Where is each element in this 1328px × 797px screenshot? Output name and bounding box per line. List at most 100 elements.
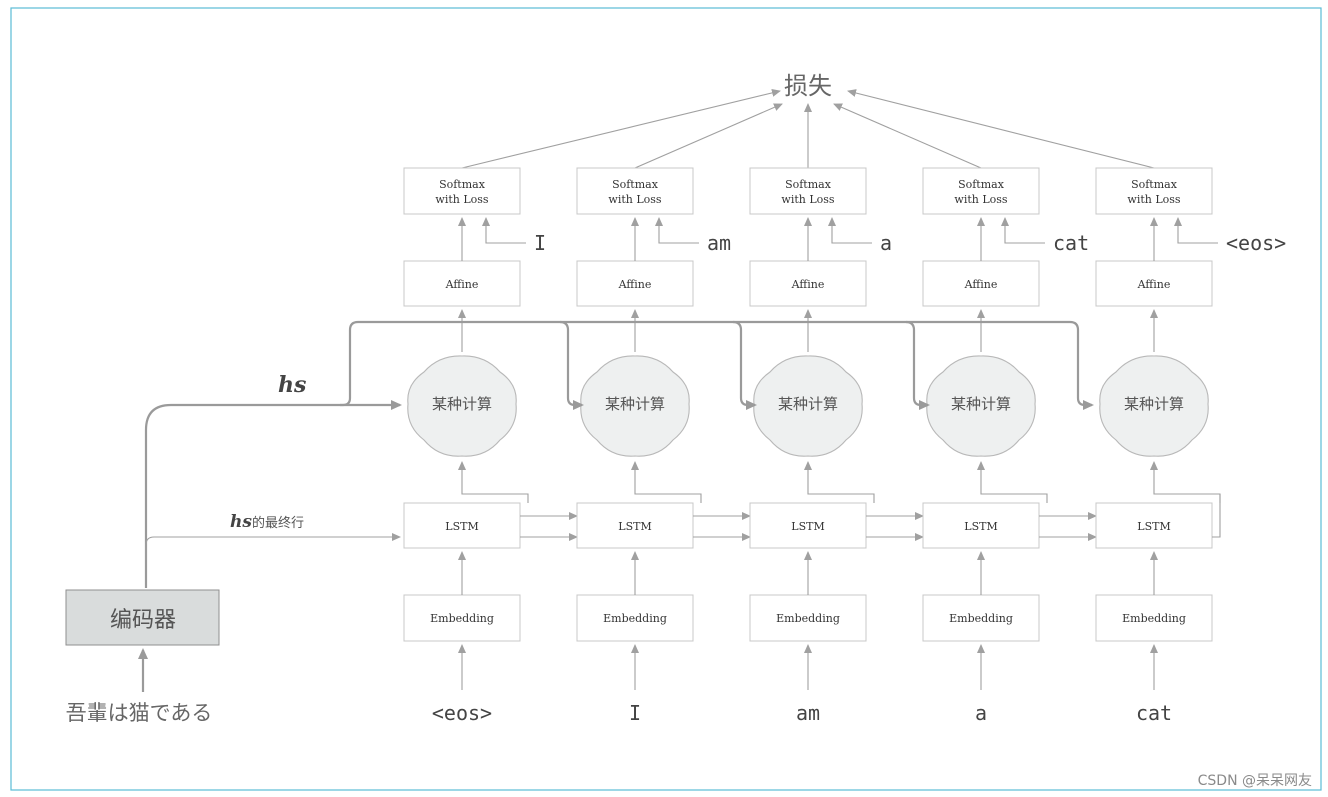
softmax-with-loss-box bbox=[403, 167, 521, 215]
target-token-arrow bbox=[482, 217, 526, 244]
lstm-label: LSTM bbox=[445, 520, 478, 533]
embedding-box bbox=[749, 594, 867, 642]
embedding-label: Embedding bbox=[603, 612, 667, 625]
softmax-label: Softmax bbox=[958, 178, 1005, 191]
compute-label: 某种计算 bbox=[778, 395, 838, 413]
hs-last-row-label: hs的最终行 bbox=[230, 512, 304, 532]
input-token: a bbox=[975, 701, 987, 725]
softmax-to-loss-arrow bbox=[461, 88, 781, 169]
compute-cloud bbox=[407, 355, 517, 457]
affine-label: Affine bbox=[964, 278, 998, 291]
affine-box bbox=[1095, 260, 1213, 307]
encoder-box bbox=[65, 589, 220, 646]
hs-branch-arrow bbox=[732, 320, 757, 410]
input-token: am bbox=[796, 701, 820, 725]
target-token: am bbox=[707, 231, 731, 255]
lstm-to-compute-arrow bbox=[804, 461, 875, 503]
lstm-box bbox=[749, 502, 867, 549]
target-token-arrow bbox=[1174, 217, 1218, 244]
compute-label: 某种计算 bbox=[605, 395, 665, 413]
lstm-box bbox=[403, 502, 521, 549]
embedding-box bbox=[1095, 594, 1213, 642]
lstm-to-compute-arrow bbox=[631, 461, 702, 503]
arrows-to-loss bbox=[461, 88, 1155, 169]
affine-label: Affine bbox=[445, 278, 479, 291]
input-token: cat bbox=[1136, 701, 1172, 725]
softmax-with-loss-box bbox=[576, 167, 694, 215]
target-token: <eos> bbox=[1226, 231, 1286, 255]
softmax-with-loss-box bbox=[922, 167, 1040, 215]
softmax-label: Softmax bbox=[1131, 178, 1178, 191]
compute-label: 某种计算 bbox=[1124, 395, 1184, 413]
embedding-label: Embedding bbox=[949, 612, 1013, 625]
with-loss-label: with Loss bbox=[608, 193, 662, 206]
hs-routing bbox=[144, 320, 1094, 588]
input-token: <eos> bbox=[432, 701, 492, 725]
input-token: I bbox=[629, 701, 641, 725]
compute-cloud bbox=[926, 355, 1036, 457]
softmax-label: Softmax bbox=[785, 178, 832, 191]
with-loss-label: with Loss bbox=[435, 193, 489, 206]
affine-box bbox=[922, 260, 1040, 307]
target-token-arrow bbox=[1001, 217, 1045, 244]
hs-label: hs bbox=[278, 372, 306, 398]
embedding-box bbox=[576, 594, 694, 642]
lstm-last-output-line bbox=[1212, 494, 1221, 538]
softmax-with-loss-box bbox=[1095, 167, 1213, 215]
loss-label: 损失 bbox=[784, 72, 832, 100]
decoder-column: Softmax with Loss <eos> Affine 某种计算 LSTM Embed… bbox=[1095, 167, 1286, 725]
softmax-to-loss-arrow bbox=[634, 103, 783, 169]
hs-branch-arrow bbox=[559, 320, 584, 410]
softmax-label: Softmax bbox=[612, 178, 659, 191]
embedding-box bbox=[922, 594, 1040, 642]
with-loss-label: with Loss bbox=[781, 193, 835, 206]
lstm-label: LSTM bbox=[1137, 520, 1170, 533]
softmax-with-loss-box bbox=[749, 167, 867, 215]
watermark: CSDN @呆呆网友 bbox=[1198, 773, 1312, 789]
source-sentence: 吾輩は猫である bbox=[66, 701, 213, 725]
affine-label: Affine bbox=[791, 278, 825, 291]
compute-cloud bbox=[1099, 355, 1209, 457]
lstm-label: LSTM bbox=[618, 520, 651, 533]
embedding-box bbox=[403, 594, 521, 642]
outer-border bbox=[10, 7, 1322, 791]
embedding-label: Embedding bbox=[430, 612, 494, 625]
softmax-label: Softmax bbox=[439, 178, 486, 191]
lstm-to-compute-arrow bbox=[977, 461, 1048, 503]
encoder-label: 编码器 bbox=[110, 608, 176, 633]
embedding-label: Embedding bbox=[776, 612, 840, 625]
target-token: I bbox=[534, 231, 546, 255]
embedding-label: Embedding bbox=[1122, 612, 1186, 625]
lstm-box bbox=[1095, 502, 1213, 549]
hs-last-row-prefix: hs bbox=[230, 512, 252, 532]
target-token: cat bbox=[1053, 231, 1089, 255]
target-token: a bbox=[880, 231, 892, 255]
lstm-label: LSTM bbox=[964, 520, 997, 533]
affine-label: Affine bbox=[1137, 278, 1171, 291]
with-loss-label: with Loss bbox=[954, 193, 1008, 206]
lstm-box bbox=[576, 502, 694, 549]
compute-label: 某种计算 bbox=[432, 395, 492, 413]
hs-last-row-arrow bbox=[145, 533, 401, 560]
target-token-arrow bbox=[828, 217, 872, 244]
lstm-to-compute-arrow bbox=[458, 461, 529, 503]
affine-box bbox=[403, 260, 521, 307]
lstm-box bbox=[922, 502, 1040, 549]
with-loss-label: with Loss bbox=[1127, 193, 1181, 206]
compute-cloud bbox=[580, 355, 690, 457]
compute-cloud bbox=[753, 355, 863, 457]
affine-label: Affine bbox=[618, 278, 652, 291]
softmax-to-loss-arrow bbox=[847, 89, 1155, 169]
target-token-arrow bbox=[655, 217, 699, 244]
hs-last-row-suffix: 的最终行 bbox=[252, 515, 304, 531]
hs-branch-arrow bbox=[905, 320, 930, 410]
lstm-to-compute-arrow bbox=[1150, 461, 1221, 503]
hs-bus-line bbox=[144, 320, 1094, 588]
softmax-to-loss-arrow bbox=[833, 103, 982, 169]
